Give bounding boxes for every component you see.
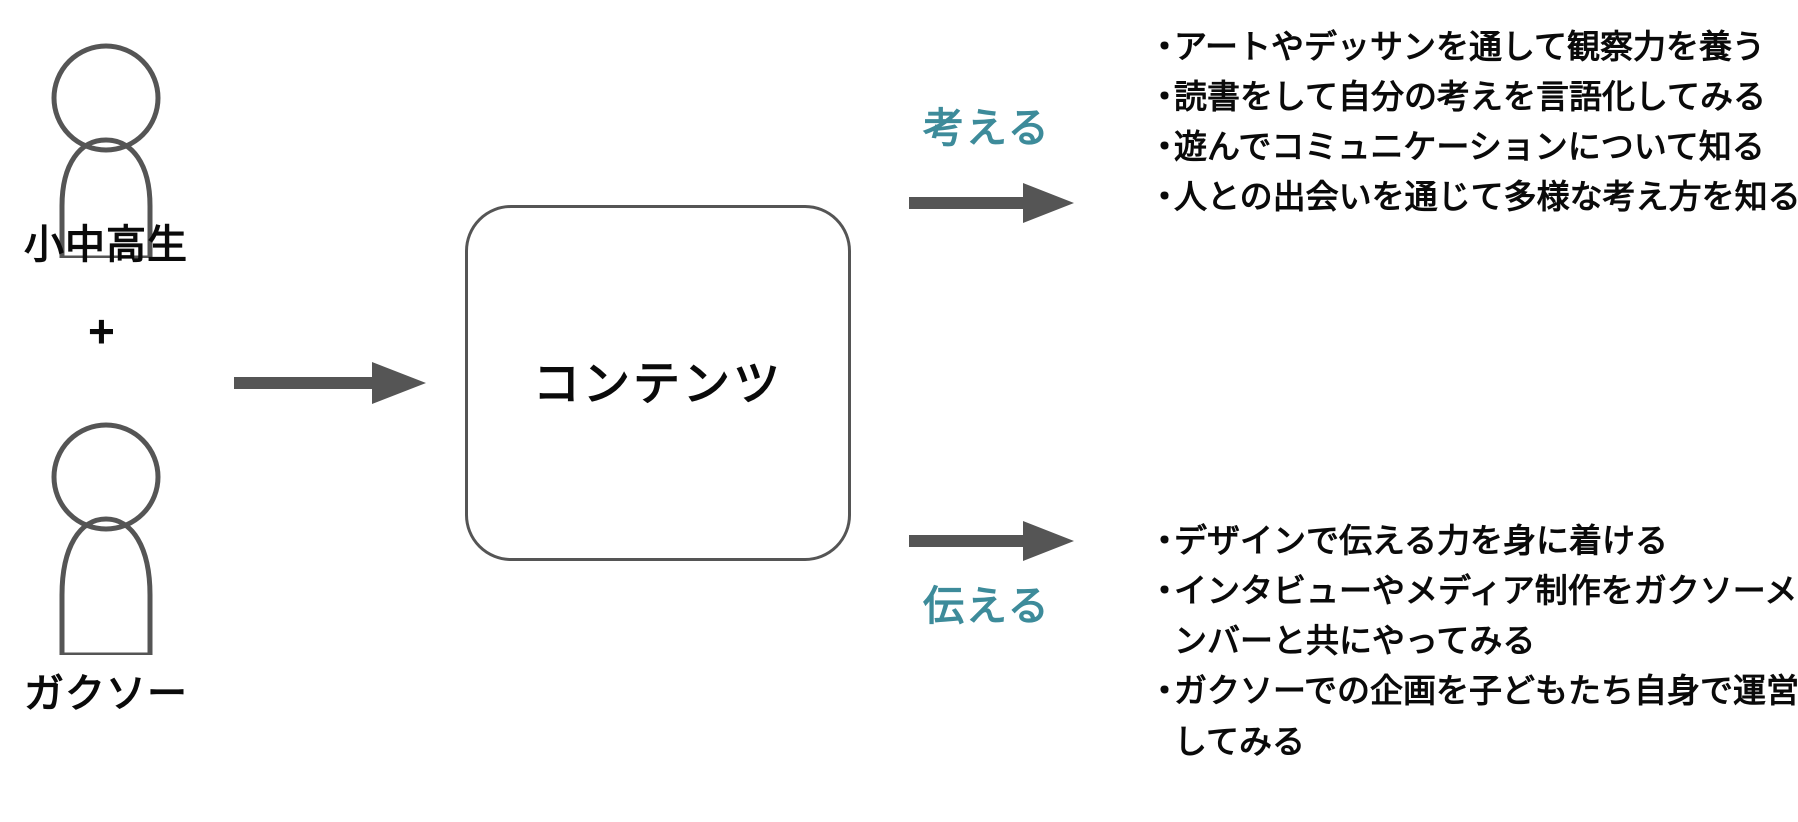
list-item: ・ 遊んでコミュニケーションについて知る	[1148, 122, 1788, 172]
branch-label-think: 考える	[923, 105, 1051, 151]
person-label-student: 小中高生	[24, 223, 188, 267]
content-box-label: コンテンツ	[533, 356, 783, 410]
person-icon-gakuso	[26, 415, 186, 655]
list-item: ・ 読書をして自分の考えを言語化してみる	[1148, 72, 1788, 122]
person-icon-student	[26, 36, 186, 258]
content-box: コンテンツ	[465, 205, 851, 561]
list-item: ・ デザインで伝える力を身に着ける	[1148, 516, 1788, 566]
person-icon	[51, 43, 161, 258]
arrow-actors-to-content	[234, 358, 426, 408]
list-item: ・ インタビューやメディア制作をガクソーメ	[1148, 566, 1797, 616]
bullet-list-convey: ・ デザインで伝える力を身に着ける ・ インタビューやメディア制作をガクソーメ …	[1148, 516, 1798, 767]
branch-label-convey: 伝える	[923, 583, 1051, 629]
arrow-branch-convey	[909, 518, 1074, 564]
list-item: ・ アートやデッサンを通して観察力を養う	[1148, 22, 1788, 72]
bullet-text-continuation: してみる	[1174, 722, 1306, 760]
bullet-text: インタビューやメディア制作をガクソーメ	[1174, 572, 1798, 610]
bullet-mark: ・	[1148, 78, 1181, 116]
person-label-gakuso: ガクソー	[24, 672, 188, 716]
bullet-text: デザインで伝える力を身に着ける	[1174, 522, 1669, 559]
bullet-list-think: ・ アートやデッサンを通して観察力を養う ・ 読書をして自分の考えを言語化してみ…	[1148, 22, 1798, 223]
bullet-mark: ・	[1148, 522, 1181, 559]
bullet-mark: ・	[1148, 128, 1181, 166]
bullet-mark: ・	[1148, 178, 1181, 216]
list-item: ・ 人との出会いを通じて多様な考え方を知る	[1148, 172, 1798, 222]
bullet-mark: ・	[1148, 572, 1181, 610]
bullet-mark: ・	[1148, 28, 1181, 65]
plus-symbol: +	[88, 305, 115, 357]
bullet-text-continuation: ンバーと共にやってみる	[1174, 622, 1536, 660]
bullet-mark: ・	[1148, 672, 1181, 710]
bullet-text: ガクソーでの企画を子どもたち自身で運営	[1174, 672, 1798, 710]
bullet-text: アートやデッサンを通して観察力を養う	[1174, 28, 1766, 65]
arrow-branch-think	[909, 180, 1074, 226]
bullet-text: 読書をして自分の考えを言語化してみる	[1174, 78, 1767, 116]
bullet-text: 人との出会いを通じて多様な考え方を知る	[1174, 178, 1798, 216]
person-icon	[51, 422, 161, 655]
list-item: ・ ガクソーでの企画を子どもたち自身で運営	[1148, 666, 1798, 716]
bullet-text: 遊んでコミュニケーションについて知る	[1174, 128, 1765, 166]
